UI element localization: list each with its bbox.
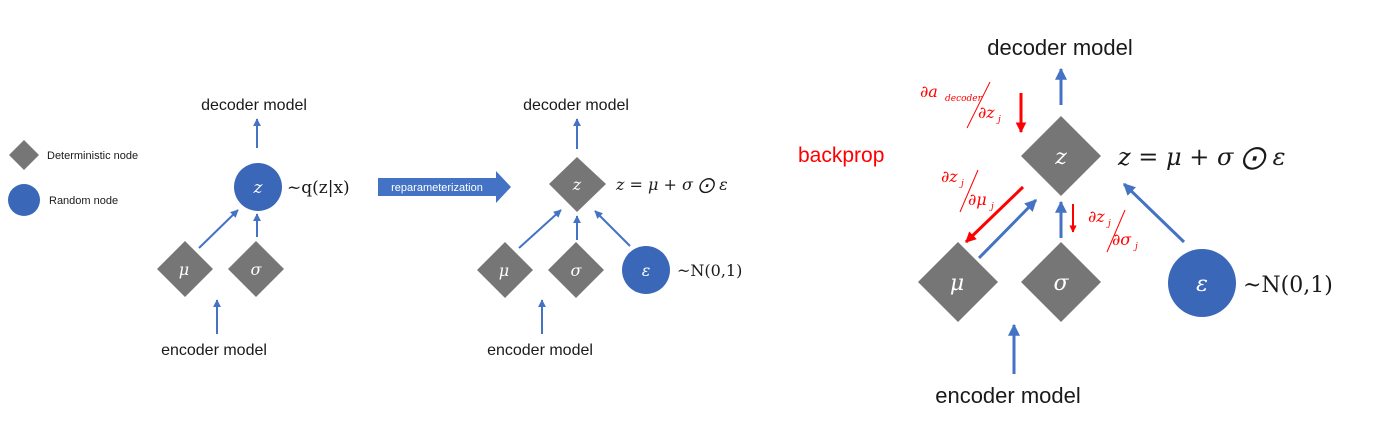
panel3-sigma-symbol: σ	[1053, 271, 1069, 296]
grad-sigma-denominator-sub: j	[1133, 242, 1138, 252]
panel2-z-node	[549, 157, 606, 212]
panel3-sigma-node	[1021, 242, 1101, 322]
grad-mu-fraction-slash	[959, 169, 979, 213]
panel1-encoder-label: encoder model	[161, 342, 267, 359]
panel1-sigma-symbol: σ	[251, 260, 263, 279]
panel1-mu-symbol: μ	[179, 260, 189, 279]
panel2-sigma-node	[548, 242, 604, 298]
panel3-epsilon-distribution: ~N(0,1)	[1243, 273, 1333, 298]
panel-reparameterized: decoder model z z = μ + σ ⨀ ε μ σ ε ~N(0…	[477, 97, 742, 359]
panel2-epsilon-node	[622, 246, 670, 294]
panel3-arrow-mu-to-z	[977, 198, 1038, 260]
grad-mu-numerator-sub: j	[959, 179, 964, 189]
panel1-sigma-node	[228, 241, 284, 297]
panel3-mu-symbol: μ	[950, 271, 964, 296]
grad-mu-denominator-sub: j	[989, 202, 994, 212]
panel3-backprop-label: backprop	[798, 144, 884, 167]
panel2-decoder-label: decoder model	[523, 97, 629, 114]
panel3-z-equation: z = μ + σ ⨀ ε	[1117, 143, 1286, 171]
reparameterization-arrow-shape	[378, 171, 511, 203]
panel1-arrow-mu-to-z	[198, 209, 239, 249]
panel3-arrow-epsilon-to-z	[1122, 182, 1186, 244]
legend-deterministic-label: Deterministic node	[47, 150, 138, 162]
panel1-decoder-label: decoder model	[201, 97, 307, 114]
reparameterization-label: reparameterization	[391, 182, 483, 194]
legend: Deterministic node Random node	[8, 140, 138, 216]
grad-decoder-fraction-slash	[966, 81, 991, 129]
panel2-arrow-epsilon-to-z	[594, 210, 631, 247]
panel3-grad-decoder: ∂a decoder ∂z j	[920, 81, 1001, 129]
panel2-arrow-mu-to-z	[518, 209, 562, 249]
panel3-epsilon-symbol: ε	[1196, 272, 1208, 297]
legend-random-label: Random node	[49, 195, 118, 207]
panel3-grad-sigma: ∂z j ∂σ j	[1088, 207, 1138, 253]
panel2-encoder-label: encoder model	[487, 342, 593, 359]
panel-backprop: backprop decoder model ∂a decoder ∂z j z…	[798, 35, 1333, 408]
grad-decoder-subscript: decoder	[945, 94, 983, 104]
panel2-epsilon-symbol: ε	[642, 261, 651, 280]
panel1-z-symbol: z	[253, 178, 264, 198]
grad-sigma-denominator: ∂σ	[1112, 230, 1132, 249]
panel2-z-symbol: z	[572, 175, 582, 194]
grad-mu-denominator: ∂μ	[968, 190, 987, 209]
grad-sigma-numerator: ∂z	[1088, 207, 1105, 226]
panel1-mu-node	[157, 241, 213, 297]
panel1-z-node	[234, 163, 282, 211]
grad-sigma-numerator-sub: j	[1106, 219, 1111, 229]
legend-random-circle	[8, 184, 40, 216]
panel3-z-symbol: z	[1054, 145, 1067, 170]
legend-deterministic-diamond	[9, 140, 39, 170]
panel-original: decoder model z ~q(z|x) μ σ encoder mode…	[157, 97, 350, 359]
grad-decoder-denominator: ∂z	[978, 103, 995, 122]
panel3-epsilon-node	[1168, 249, 1236, 317]
reparameterization-arrow: reparameterization	[378, 171, 511, 203]
panel3-decoder-label: decoder model	[987, 35, 1133, 60]
panel3-mu-node	[918, 242, 998, 322]
panel2-sigma-symbol: σ	[571, 261, 583, 280]
panel1-z-distribution: ~q(z|x)	[287, 178, 350, 198]
panel3-grad-mu: ∂z j ∂μ j	[941, 167, 994, 213]
panel2-mu-symbol: μ	[499, 261, 509, 280]
panel3-encoder-label: encoder model	[935, 383, 1081, 408]
panel2-epsilon-distribution: ~N(0,1)	[677, 261, 742, 280]
panel3-backprop-arrow-into-mu	[964, 185, 1025, 244]
grad-decoder-numerator: ∂a	[920, 82, 938, 101]
grad-mu-numerator: ∂z	[941, 167, 958, 186]
panel2-z-equation: z = μ + σ ⨀ ε	[615, 175, 728, 194]
grad-decoder-denominator-sub: j	[996, 115, 1001, 125]
panel3-z-node	[1021, 116, 1101, 196]
panel2-mu-node	[477, 242, 533, 298]
grad-sigma-fraction-slash	[1106, 209, 1126, 253]
